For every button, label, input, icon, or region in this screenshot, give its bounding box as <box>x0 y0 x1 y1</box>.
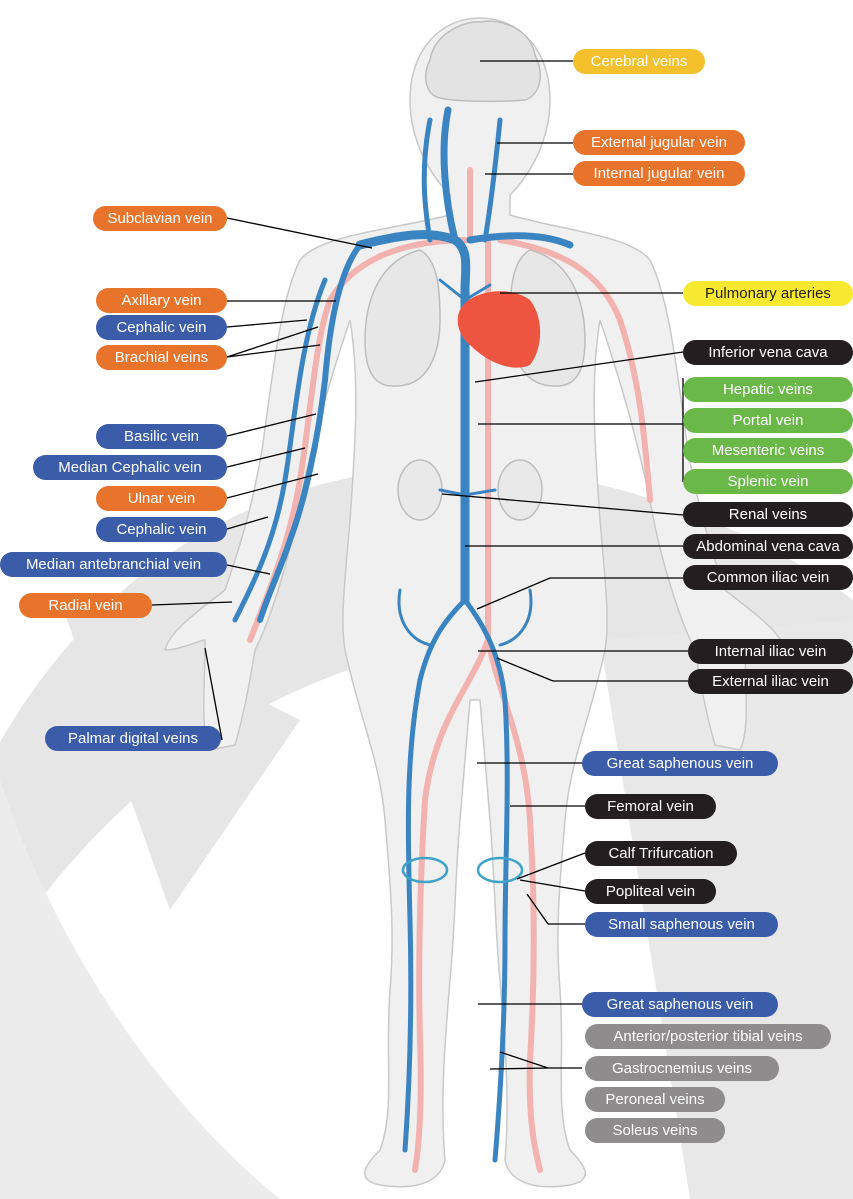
label-axillary-vein: Axillary vein <box>96 288 227 313</box>
label-internal-jugular-vein: Internal jugular vein <box>573 161 745 186</box>
label-subclavian-vein: Subclavian vein <box>93 206 227 231</box>
label-popliteal-vein: Popliteal vein <box>585 879 716 904</box>
label-renal-veins: Renal veins <box>683 502 853 527</box>
label-portal-vein: Portal vein <box>683 408 853 433</box>
label-median-antebranchial-vein: Median antebranchial vein <box>0 552 227 577</box>
label-anterior-posterior-tibial-veins: Anterior/posterior tibial veins <box>585 1024 831 1049</box>
label-hepatic-veins: Hepatic veins <box>683 377 853 402</box>
label-cephalic-vein-lower: Cephalic vein <box>96 517 227 542</box>
label-cerebral-veins: Cerebral veins <box>573 49 705 74</box>
label-internal-iliac-vein: Internal iliac vein <box>688 639 853 664</box>
label-soleus-veins: Soleus veins <box>585 1118 725 1143</box>
label-external-iliac-vein: External iliac vein <box>688 669 853 694</box>
label-ulnar-vein: Ulnar vein <box>96 486 227 511</box>
label-small-saphenous-vein: Small saphenous vein <box>585 912 778 937</box>
label-gastrocnemius-veins: Gastrocnemius veins <box>585 1056 779 1081</box>
label-cephalic-vein-upper: Cephalic vein <box>96 315 227 340</box>
label-peroneal-veins: Peroneal veins <box>585 1087 725 1112</box>
label-mesenteric-veins: Mesenteric veins <box>683 438 853 463</box>
label-common-iliac-vein: Common iliac vein <box>683 565 853 590</box>
label-pulmonary-arteries: Pulmonary arteries <box>683 281 853 306</box>
label-brachial-veins: Brachial veins <box>96 345 227 370</box>
label-palmar-digital-veins: Palmar digital veins <box>45 726 221 751</box>
label-great-saphenous-vein-lower: Great saphenous vein <box>582 992 778 1017</box>
label-inferior-vena-cava: Inferior vena cava <box>683 340 853 365</box>
label-splenic-vein: Splenic vein <box>683 469 853 494</box>
label-median-cephalic-vein: Median Cephalic vein <box>33 455 227 480</box>
label-abdominal-vena-cava: Abdominal vena cava <box>683 534 853 559</box>
label-external-jugular-vein: External jugular vein <box>573 130 745 155</box>
label-basilic-vein: Basilic vein <box>96 424 227 449</box>
label-calf-trifurcation: Calf Trifurcation <box>585 841 737 866</box>
label-femoral-vein: Femoral vein <box>585 794 716 819</box>
label-radial-vein: Radial vein <box>19 593 152 618</box>
label-great-saphenous-vein-upper: Great saphenous vein <box>582 751 778 776</box>
